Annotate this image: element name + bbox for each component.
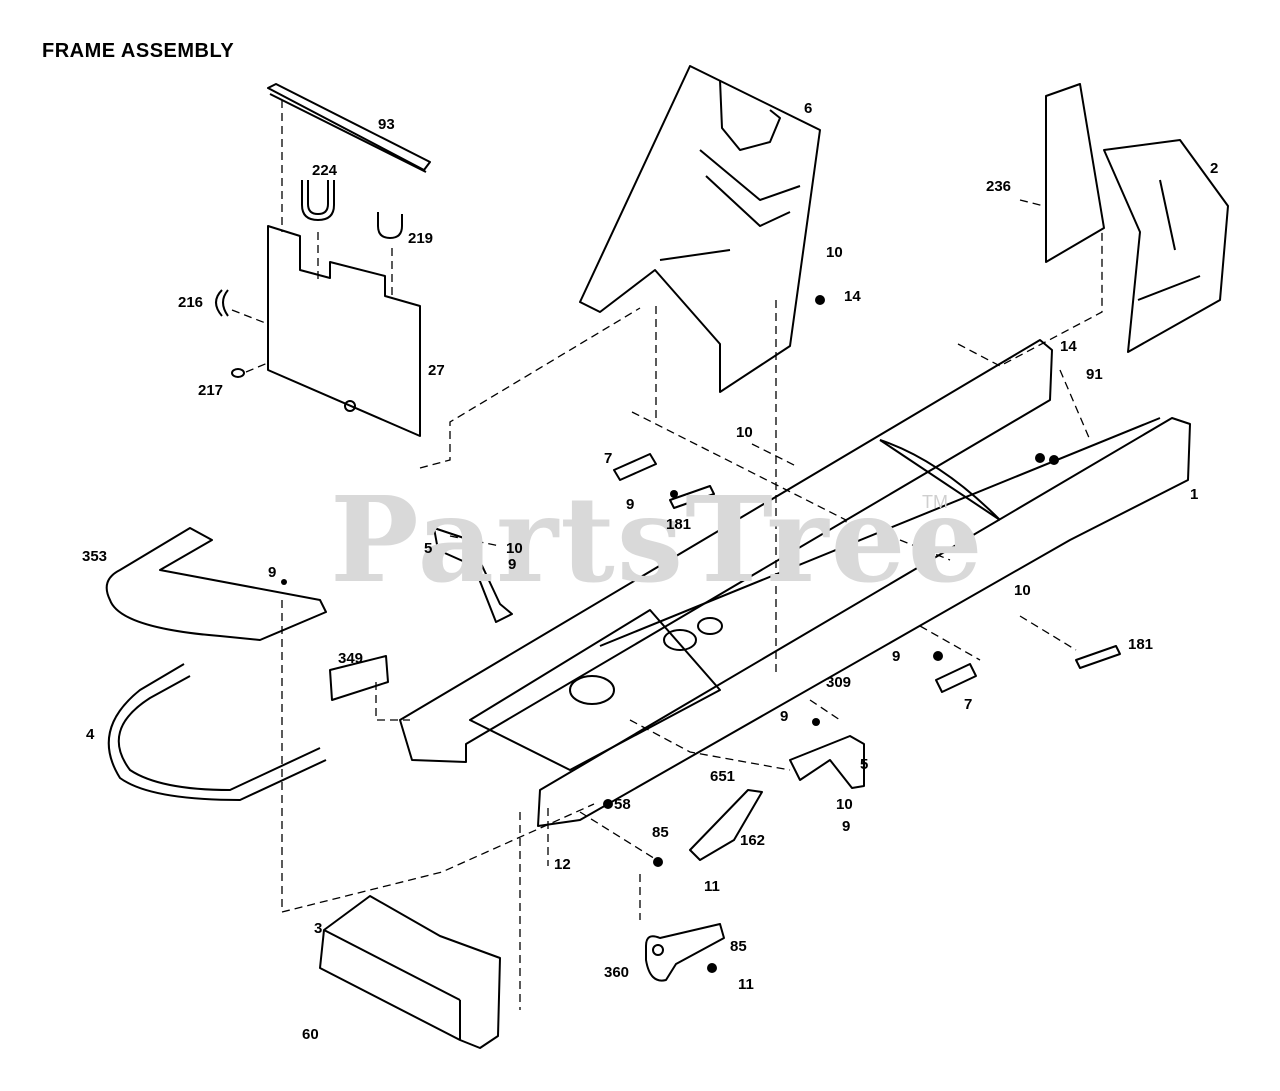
callout-309: 309 [826, 674, 852, 691]
part-5-bracket [433, 527, 865, 789]
callout-14-right: 14 [1060, 338, 1077, 355]
callout-217: 217 [198, 382, 224, 399]
callout-10-e: 10 [836, 796, 853, 813]
callout-3: 3 [314, 920, 323, 937]
callout-91: 91 [1086, 366, 1103, 383]
callout-9-d: 9 [892, 648, 901, 665]
part-4-bumper-tube [107, 663, 327, 801]
callout-11-b: 11 [738, 976, 754, 993]
part-181-pad [669, 485, 1121, 669]
callout-9-a: 9 [626, 496, 635, 513]
callout-7-right: 7 [964, 696, 973, 713]
dashed-leaders [231, 100, 1103, 1010]
callout-4: 4 [86, 726, 95, 743]
part-6-dash-tower [579, 65, 821, 393]
callout-651: 651 [710, 768, 736, 785]
part-27-panel [267, 225, 421, 437]
callout-5-left: 5 [424, 540, 433, 557]
callout-9-c: 9 [268, 564, 277, 581]
callout-224: 224 [312, 162, 338, 179]
callout-2: 2 [1210, 160, 1219, 177]
part-216-clip [215, 289, 229, 317]
callout-353: 353 [82, 548, 108, 565]
callout-9-e: 9 [780, 708, 789, 725]
callout-181-a: 181 [666, 516, 692, 533]
callout-27: 27 [428, 362, 445, 379]
callout-9-f: 9 [842, 818, 851, 835]
callout-85-a: 85 [652, 824, 669, 841]
callout-6: 6 [804, 100, 813, 117]
callout-10-c: 10 [506, 540, 523, 557]
callout-181-b: 181 [1128, 636, 1154, 653]
callout-1: 1 [1190, 486, 1199, 503]
diagram-title: FRAME ASSEMBLY [42, 40, 235, 62]
part-360-pivot [645, 923, 725, 982]
part-3-battery-tray [319, 895, 501, 1049]
callout-5-right: 5 [860, 756, 869, 773]
watermark: PartsTree [330, 470, 985, 609]
callout-10-top: 10 [826, 244, 843, 261]
part-219-u-clip [377, 212, 403, 239]
callout-10-b: 10 [736, 424, 753, 441]
callout-162: 162 [740, 832, 766, 849]
part-349-plate [329, 655, 389, 701]
part-217-screw [231, 368, 245, 378]
callout-219: 219 [408, 230, 434, 247]
callout-236: 236 [986, 178, 1012, 195]
part-1-main-frame [399, 339, 1191, 827]
part-224-u-bolt [301, 180, 335, 221]
callout-11-a: 11 [704, 878, 720, 895]
callout-14-top: 14 [844, 288, 861, 305]
callout-7-left: 7 [604, 450, 613, 467]
callout-93: 93 [378, 116, 395, 133]
callout-58: 58 [614, 796, 631, 813]
callout-216: 216 [178, 294, 204, 311]
callout-12: 12 [554, 856, 571, 873]
callout-349: 349 [338, 650, 364, 667]
part-162-plate [689, 789, 763, 861]
hardware-fasteners [281, 295, 1059, 973]
part-2-rear-bracket [1045, 83, 1229, 353]
callout-85-b: 85 [730, 938, 747, 955]
callout-60: 60 [302, 1026, 319, 1043]
callout-10-d: 10 [1014, 582, 1031, 599]
part-93-bracket [267, 83, 431, 173]
part-353-bumper-plate [105, 527, 327, 641]
callout-360: 360 [604, 964, 630, 981]
part-7-bracket [613, 453, 977, 693]
callout-9-b: 9 [508, 556, 517, 573]
watermark-trademark: TM [922, 492, 948, 512]
